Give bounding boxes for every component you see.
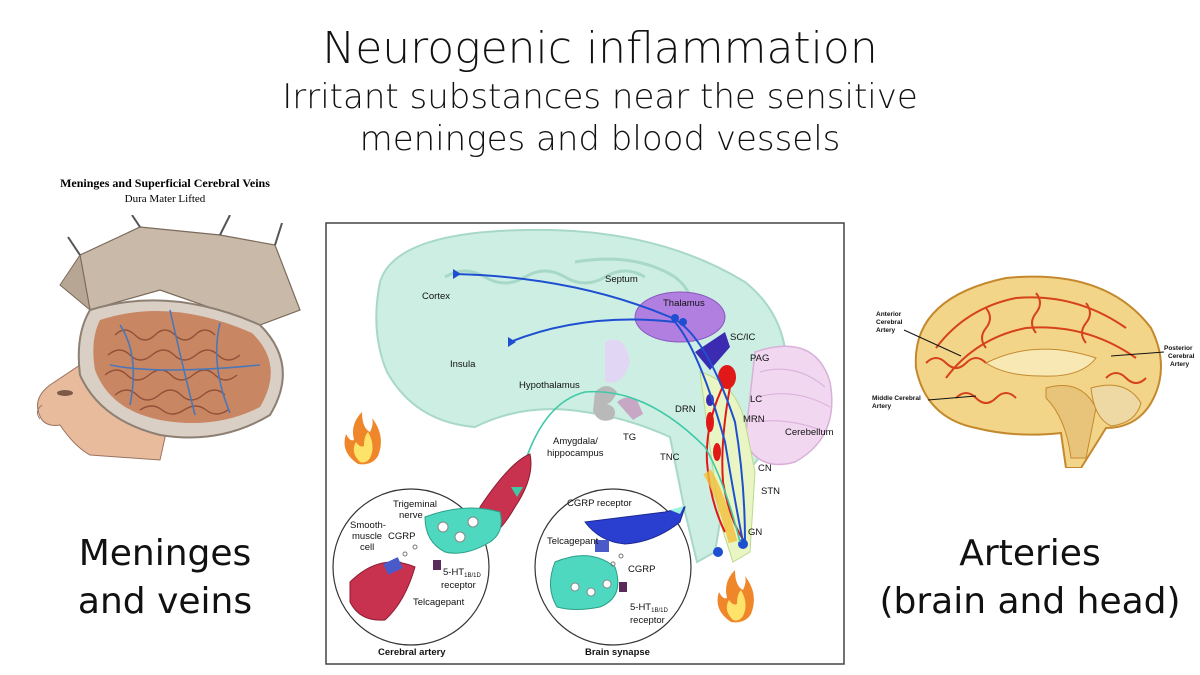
right-label-line1: Arteries bbox=[959, 533, 1101, 574]
label-gn: GN bbox=[748, 527, 762, 538]
inset-left-trigeminal-2: nerve bbox=[399, 510, 423, 521]
label-cerebellum: Cerebellum bbox=[785, 427, 834, 438]
inset-right-receptor: receptor bbox=[630, 615, 665, 626]
inset-right-cgrp: CGRP bbox=[628, 564, 655, 575]
inset-left-telcagepant: Telcagepant bbox=[413, 597, 465, 608]
inset-brain-synapse: CGRP receptor Telcagepant CGRP 5-HT1B/1D… bbox=[534, 488, 692, 658]
flame-icon-left bbox=[344, 412, 381, 465]
center-diagram: Cortex Septum Thalamus Insula SC/IC PAG … bbox=[325, 222, 845, 665]
label-tnc: TNC bbox=[660, 452, 680, 463]
inset-left-smooth-1: Smooth- bbox=[350, 520, 386, 531]
slide-title-block: Neurogenic inflammation Irritant substan… bbox=[0, 22, 1200, 160]
inset-right-5ht: 5-HT bbox=[630, 602, 651, 613]
artery-middle-1: Middle Cerebral bbox=[872, 395, 921, 402]
artery-anterior-2: Cerebral bbox=[876, 319, 903, 326]
artery-posterior-3: Artery bbox=[1170, 361, 1190, 368]
inset-left-trigeminal-1: Trigeminal bbox=[393, 499, 437, 510]
label-amygdala-2: hippocampus bbox=[547, 448, 604, 459]
thalamus-shape bbox=[634, 291, 726, 343]
meninges-figure-heading: Meninges and Superficial Cerebral Veins … bbox=[30, 176, 300, 205]
label-septum: Septum bbox=[605, 274, 638, 285]
inset-cerebral-artery: Trigeminal nerve Smooth- muscle cell CGR… bbox=[332, 488, 502, 658]
inset-left-5ht: 5-HT bbox=[443, 567, 464, 578]
inset-left-5ht-sub: 1B/1D bbox=[464, 573, 481, 579]
inset-left-receptor: receptor bbox=[441, 580, 476, 591]
svg-text:5-HT1B/1D: 5-HT1B/1D bbox=[630, 602, 668, 614]
slide-subtitle-line1: Irritant substances near the sensitive bbox=[282, 77, 918, 117]
svg-text:5-HT1B/1D: 5-HT1B/1D bbox=[443, 567, 481, 579]
meninges-heading: Meninges and Superficial Cerebral Veins bbox=[60, 176, 270, 190]
inset-right-caption: Brain synapse bbox=[585, 647, 650, 658]
label-hypothalamus: Hypothalamus bbox=[519, 380, 580, 391]
label-pag: PAG bbox=[750, 353, 769, 364]
left-label-line2: and veins bbox=[77, 581, 253, 622]
right-label: Arteries (brain and head) bbox=[870, 530, 1190, 626]
inset-left-smooth-2: muscle bbox=[352, 531, 382, 542]
meninges-illustration bbox=[36, 215, 301, 461]
artery-posterior-2: Cerebral bbox=[1168, 353, 1195, 360]
right-label-line2: (brain and head) bbox=[879, 581, 1181, 622]
label-thalamus: Thalamus bbox=[663, 298, 705, 309]
left-label: Meninges and veins bbox=[50, 530, 280, 626]
slide-title: Neurogenic inflammation bbox=[322, 23, 878, 74]
inset-right-cgrp-receptor: CGRP receptor bbox=[567, 498, 632, 509]
arteries-illustration: Anterior Cerebral Artery Posterior Cereb… bbox=[872, 275, 1195, 468]
label-cortex: Cortex bbox=[422, 291, 450, 302]
inset-left-cgrp: CGRP bbox=[388, 531, 415, 542]
left-label-line1: Meninges bbox=[78, 533, 252, 574]
flame-icon-right bbox=[717, 570, 754, 623]
meninges-subheading: Dura Mater Lifted bbox=[124, 193, 206, 205]
label-drn: DRN bbox=[675, 404, 696, 415]
label-scic: SC/IC bbox=[730, 332, 755, 343]
artery-anterior-3: Artery bbox=[876, 327, 896, 334]
artery-middle-2: Artery bbox=[872, 403, 892, 410]
inset-right-telcagepant: Telcagepant bbox=[547, 536, 599, 547]
label-cn: CN bbox=[758, 463, 772, 474]
artery-anterior-1: Anterior bbox=[876, 311, 902, 318]
label-tg: TG bbox=[623, 432, 636, 443]
label-amygdala-1: Amygdala/ bbox=[553, 436, 598, 447]
inset-left-caption: Cerebral artery bbox=[378, 647, 446, 658]
inset-right-5ht-sub: 1B/1D bbox=[651, 608, 668, 614]
label-stn: STN bbox=[761, 486, 780, 497]
slide-subtitle-line2: meninges and blood vessels bbox=[359, 119, 841, 159]
label-mrn: MRN bbox=[743, 414, 765, 425]
label-insula: Insula bbox=[450, 359, 476, 370]
artery-posterior-1: Posterior bbox=[1164, 345, 1193, 352]
inset-left-smooth-3: cell bbox=[360, 542, 374, 553]
label-lc: LC bbox=[750, 394, 762, 405]
